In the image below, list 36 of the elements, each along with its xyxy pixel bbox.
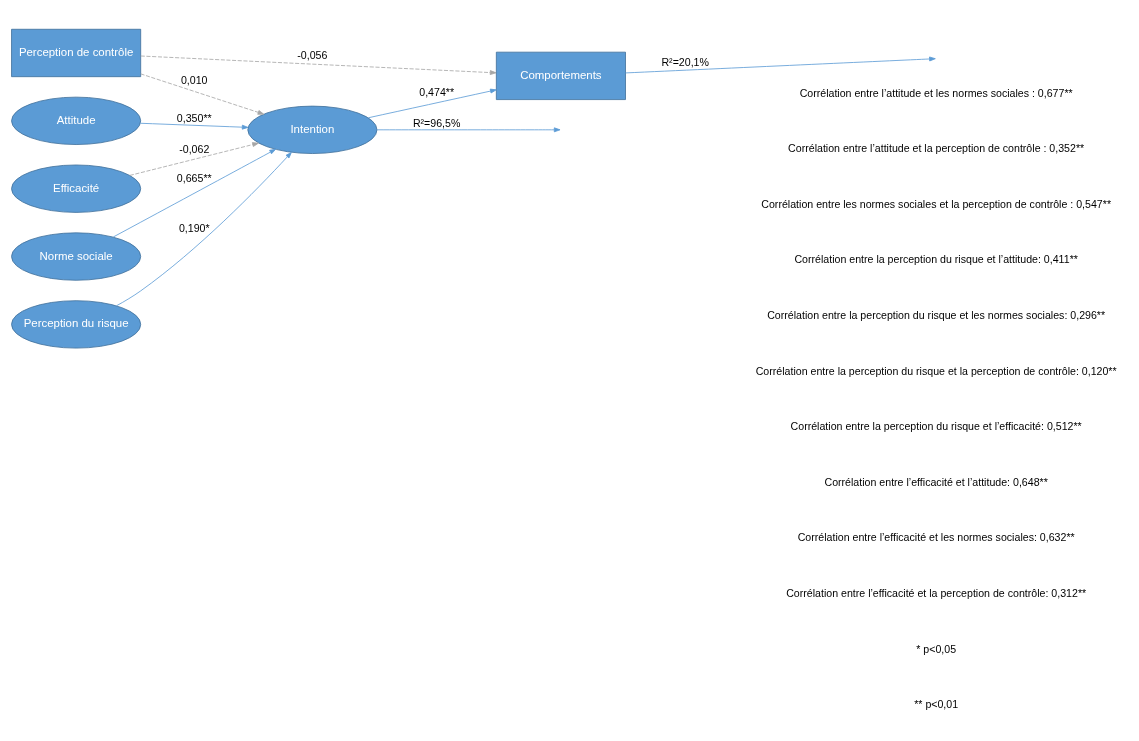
node-ellipse: Efficacité [11, 164, 142, 213]
edge-label: -0,056 [297, 48, 328, 61]
label: Corrélation entre l’attitude et la perception de contrôle : 0,352** [788, 141, 1085, 154]
label: * p<0,05 [916, 642, 957, 655]
arrow [625, 56, 936, 73]
arrow [376, 126, 561, 132]
node-ellipse: Norme sociale [11, 231, 142, 281]
node-ellipse: Perception du risque [11, 299, 142, 349]
label: Corrélation entre l’efficacité et l’attitude: 0,648** [824, 475, 1048, 488]
label: Corrélation entre l’attitude et les normes sociales : 0,677** [799, 86, 1073, 99]
edge-label: R²=20,1% [661, 55, 709, 68]
edge-label: 0,474** [419, 85, 455, 98]
edge-label: 0,350** [176, 111, 212, 124]
label: Corrélation entre les normes sociales et la perception de contrôle : 0,547** [761, 197, 1112, 210]
arrow [112, 148, 276, 237]
label: Corrélation entre la perception du risque et les normes sociales: 0,296** [767, 308, 1106, 321]
arrow [115, 151, 292, 306]
edge-label: 0,665** [176, 171, 212, 184]
label: Corrélation entre la perception du risque et l’attitude: 0,411** [794, 252, 1078, 265]
arrow [140, 55, 497, 75]
label: Corrélation entre l’efficacité et la perception de contrôle: 0,312** [786, 586, 1087, 599]
edge-label: -0,062 [179, 142, 210, 155]
arrow [129, 141, 259, 176]
edge-label: R²=96,5% [412, 116, 461, 129]
arrow [140, 72, 265, 115]
arrow [367, 88, 497, 118]
edge-label: 0,010 [180, 73, 208, 86]
node-ellipse: Attitude [11, 96, 142, 145]
label: Corrélation entre l’efficacité et les normes sociales: 0,632** [797, 530, 1075, 543]
label: Corrélation entre la perception du risque et l’efficacité: 0,512** [790, 419, 1082, 432]
arrow [140, 122, 249, 130]
label: ** p<0,01 [914, 697, 959, 710]
node-box: Perception de contrôle [11, 28, 142, 77]
node-box: Comportements [495, 51, 626, 100]
edge-label: 0,190* [178, 221, 210, 234]
label: Corrélation entre la perception du risque et la perception de contrôle: 0,120** [755, 364, 1117, 377]
